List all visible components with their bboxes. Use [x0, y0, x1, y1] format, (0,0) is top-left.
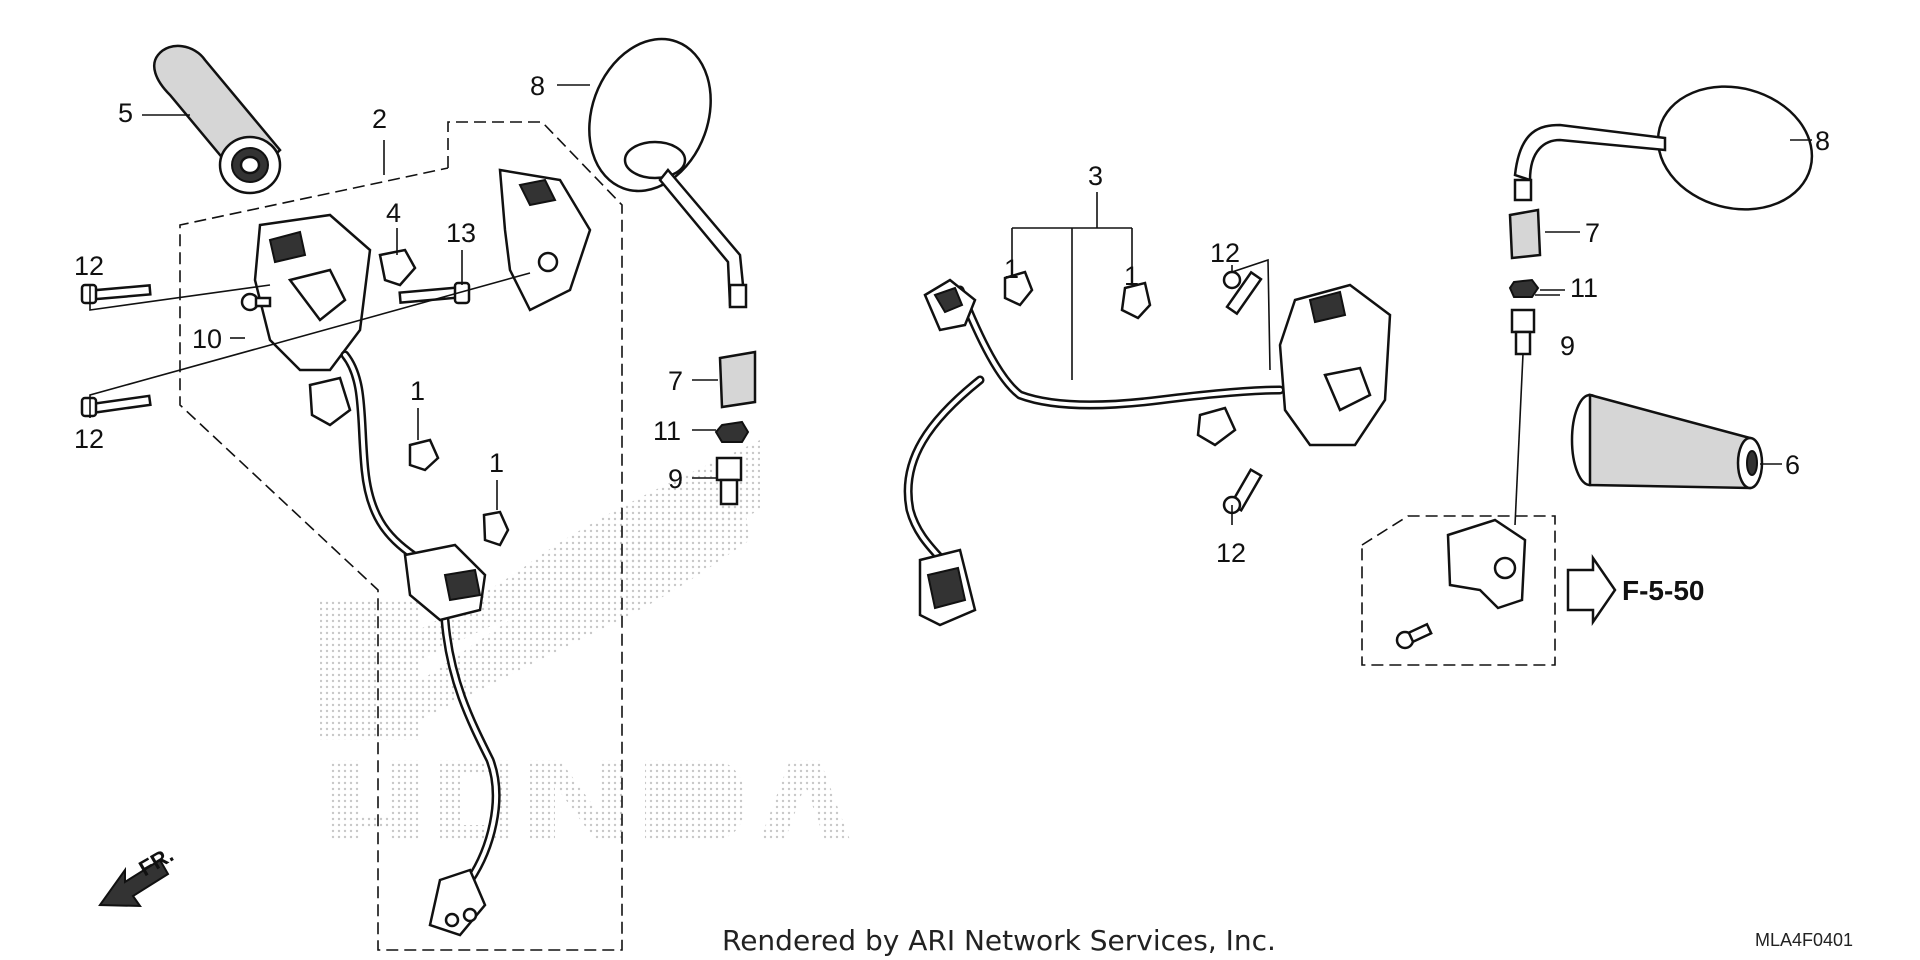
callout-9-left: 9	[668, 464, 683, 494]
credit-text: Rendered by ARI Network Services, Inc.	[722, 924, 1276, 957]
callout-8-left: 8	[530, 71, 545, 101]
adapter-part-9-left	[715, 456, 743, 506]
callout-13: 13	[446, 218, 476, 248]
right-switch-housing-part	[1278, 283, 1392, 447]
nut-part-11-right	[1508, 278, 1540, 298]
bracket-part	[1395, 518, 1527, 650]
callout-6: 6	[1785, 450, 1800, 480]
right-grip-part	[1570, 393, 1764, 490]
callout-11-right: 11	[1570, 273, 1598, 303]
callout-5: 5	[118, 98, 133, 128]
adapter-part-9-right	[1510, 308, 1536, 356]
callout-12-lower-left: 12	[74, 424, 104, 454]
cover-part-7-right	[1508, 208, 1542, 260]
clip-part-1-c	[1003, 270, 1034, 307]
diagram-code: MLA4F0401	[1755, 930, 1853, 950]
bolt-part-10	[240, 292, 272, 312]
left-grip-part	[153, 44, 282, 195]
callout-3: 3	[1088, 161, 1103, 191]
clip-part-1-a	[408, 438, 440, 472]
left-wire-harness	[308, 350, 501, 937]
callout-12-lower-right: 12	[1216, 538, 1246, 568]
callout-1-right-b: 1	[1124, 261, 1139, 291]
callout-12-upper-left: 12	[74, 251, 104, 281]
honda-watermark-logo	[320, 440, 850, 840]
right-wire-harness	[903, 278, 1285, 627]
reference-arrow-icon	[1566, 553, 1617, 627]
cover-part-7-left	[718, 350, 757, 409]
clip-part-1-b	[482, 510, 510, 547]
screw-part-12-lower-right	[1222, 467, 1263, 515]
leader-lines	[89, 84, 1812, 526]
screw-part-12-upper-right	[1222, 270, 1263, 316]
front-direction-arrow-icon	[98, 858, 170, 908]
callout-8-right: 8	[1815, 126, 1830, 156]
callout-9-right: 9	[1560, 331, 1575, 361]
callout-10: 10	[192, 324, 222, 354]
callout-1-left-b: 1	[489, 448, 504, 478]
assembly-outline-left	[179, 121, 623, 951]
callout-7-right: 7	[1585, 218, 1600, 248]
left-mirror-part	[588, 37, 748, 309]
nut-part-11-left	[714, 420, 750, 443]
callout-11-left: 11	[653, 416, 681, 446]
callout-12-upper-right: 12	[1210, 238, 1240, 268]
callout-1-right-a: 1	[1004, 254, 1019, 284]
callout-7-left: 7	[668, 366, 683, 396]
reference-label[interactable]: F-5-50	[1622, 575, 1704, 606]
right-mirror-part	[1513, 85, 1814, 211]
reference-box-outline	[1361, 515, 1556, 666]
screw-part-12-upper	[80, 283, 152, 305]
screw-part-12-lower	[80, 394, 152, 418]
left-switch-housing-part	[253, 168, 592, 372]
callout-4: 4	[386, 198, 401, 228]
clip-part-1-d	[1120, 281, 1152, 320]
clip-part-4	[378, 248, 417, 287]
callout-2: 2	[372, 104, 387, 134]
callout-1-left-a: 1	[410, 376, 425, 406]
